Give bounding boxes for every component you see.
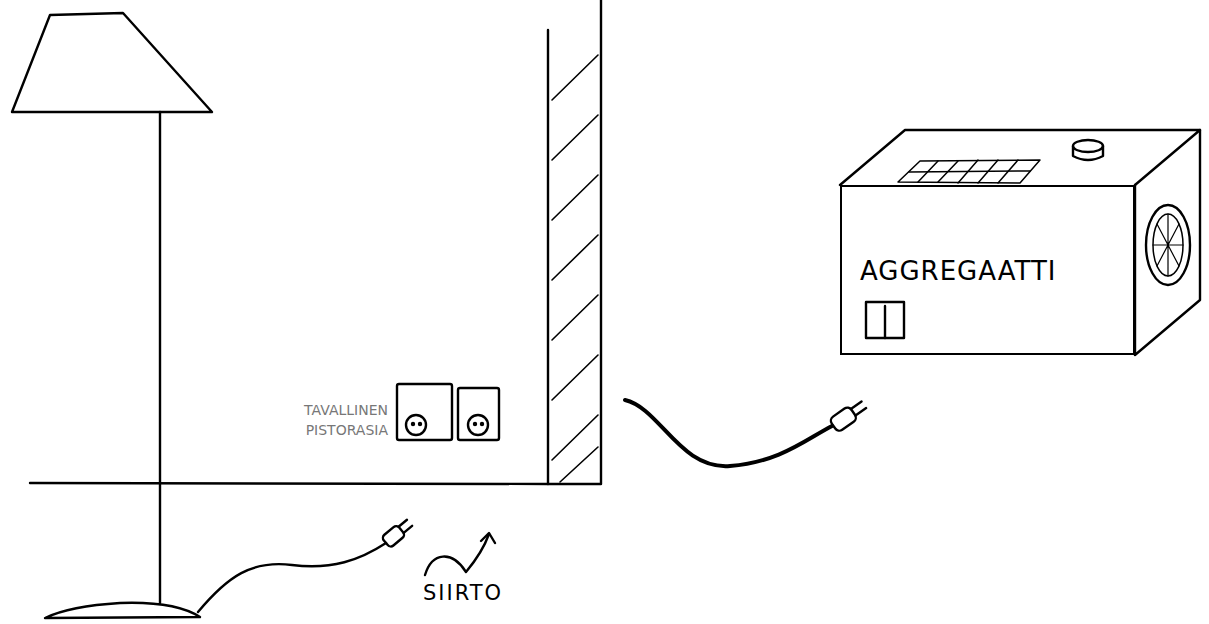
lamp-cord (198, 543, 386, 612)
power-switch (866, 302, 904, 338)
generator-cable (625, 400, 832, 466)
transfer-arrow (425, 534, 489, 575)
floor-line (30, 483, 548, 484)
generator-top (840, 130, 1200, 185)
socket (397, 384, 452, 440)
lamp-plug (381, 517, 414, 548)
knob (1073, 140, 1103, 160)
generator-label: AGGREGAATTI (860, 253, 1133, 289)
socket-label-group: TAVALLINEN PISTORASIA (270, 384, 388, 440)
wall-hatching (552, 55, 598, 482)
lamp-shade (12, 13, 212, 112)
fan (1146, 205, 1190, 285)
arrow-head (481, 533, 495, 543)
generator-box: AGGREGAATTI (840, 185, 1135, 355)
wall (548, 0, 601, 484)
socket-label: TAVALLINEN PISTORASIA (270, 400, 388, 440)
solar-panel (898, 160, 1040, 183)
lamp-pole (159, 112, 161, 603)
lamp-base (45, 603, 200, 618)
socket (458, 388, 499, 440)
transfer-label: SIIRTO (423, 581, 503, 605)
generator-plug (829, 398, 868, 432)
generator-side (1135, 130, 1200, 355)
